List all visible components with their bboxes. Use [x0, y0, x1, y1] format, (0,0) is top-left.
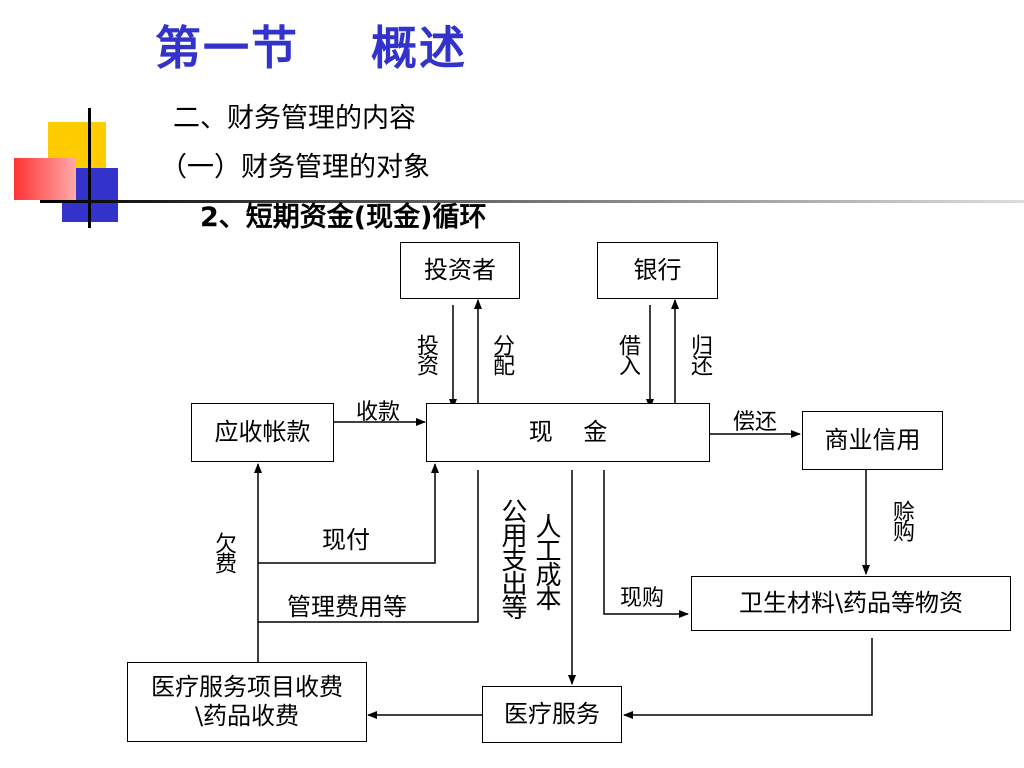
subtitle-content: 二、财务管理的内容: [173, 103, 416, 134]
page-title: 第一节 概述: [155, 21, 468, 75]
medical-fee-box: 医疗服务项目收费\药品收费: [127, 662, 367, 742]
label-on-credit: 赊购: [889, 500, 914, 540]
decorative-corner-graphic: [0, 100, 1024, 230]
commercial-credit-box: 商业信用: [802, 411, 943, 470]
label-owe: 欠费: [211, 532, 236, 572]
label-invest: 投资: [413, 334, 438, 374]
subtitle-cycle: 2、短期资金(现金)循环: [200, 202, 487, 233]
bank-box: 银行: [597, 242, 718, 299]
label-repay: 偿还: [733, 410, 778, 435]
label-cash-buy: 现购: [620, 586, 665, 611]
label-pay-cash: 现付: [322, 526, 370, 554]
medical-service-box: 医疗服务: [482, 686, 622, 743]
label-distribute: 分配: [489, 334, 514, 374]
label-collect: 收款: [356, 400, 401, 425]
cash-box: 现 金: [426, 403, 710, 462]
receivables-box: 应收帐款: [191, 403, 334, 462]
label-borrow: 借入: [615, 334, 640, 374]
investor-box: 投资者: [400, 242, 520, 299]
subtitle-object: （一）财务管理的对象: [160, 152, 430, 183]
label-repay-bank: 归还: [687, 334, 712, 374]
label-public-exp: 公用支出等: [497, 498, 527, 618]
label-mgmt-cost: 管理费用等: [287, 593, 407, 621]
label-labor-cost: 人工成本: [531, 513, 561, 609]
materials-box: 卫生材料\药品等物资: [691, 576, 1011, 631]
